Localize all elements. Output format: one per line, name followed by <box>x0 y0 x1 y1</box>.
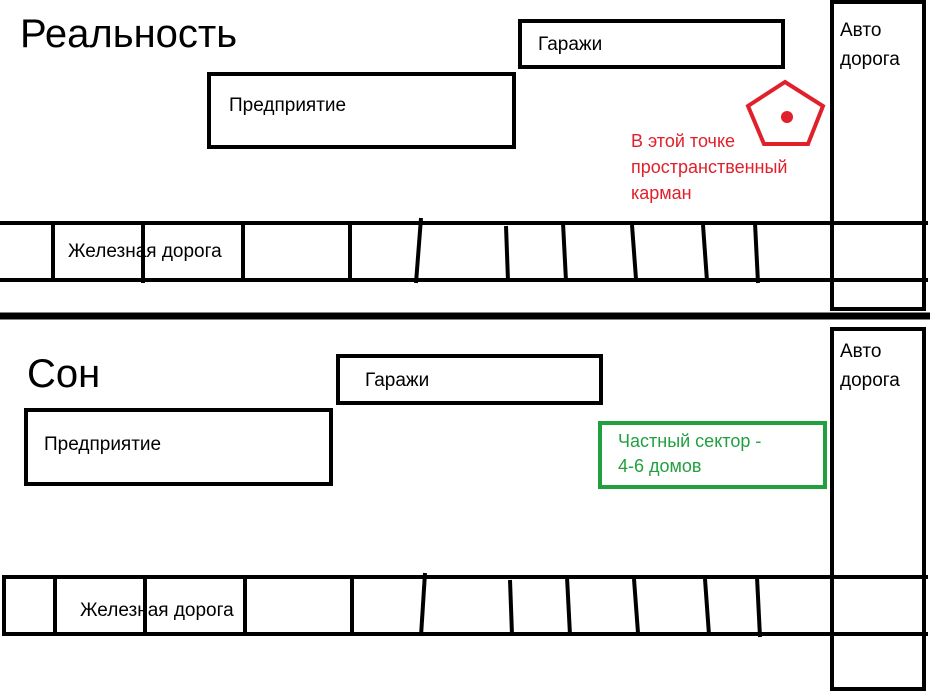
dream-enterprise-label: Предприятие <box>44 434 162 455</box>
dream-road-label: Авто дорога <box>840 337 900 395</box>
dream-private-sector-line1: Частный сектор - <box>618 431 762 451</box>
reality-sleeper <box>753 222 760 284</box>
dream-enterprise-box: Предприятие <box>24 408 333 486</box>
dream-sleeper <box>755 576 762 638</box>
dream-road-label-line1: Авто <box>840 341 882 362</box>
reality-sleeper <box>630 224 638 280</box>
dream-road-label-line2: дорога <box>840 370 900 391</box>
reality-enterprise-label: Предприятие <box>229 95 347 116</box>
dream-sleeper <box>508 579 514 636</box>
reality-sleeper <box>504 225 510 282</box>
reality-pocket-note-line3: карман <box>631 183 692 203</box>
reality-garages-label: Гаражи <box>538 34 603 55</box>
dream-private-sector-line2: 4-6 домов <box>618 456 702 476</box>
reality-road-label-line2: дорога <box>840 49 900 70</box>
dream-sleeper <box>703 578 711 636</box>
dream-sleeper <box>565 576 572 636</box>
reality-pocket-note-line2: пространственный <box>631 157 788 177</box>
reality-sleeper <box>701 224 709 282</box>
reality-pocket-note: В этой точке пространственный карман <box>631 128 787 206</box>
dream-railway-label: Железная дорога <box>80 600 234 621</box>
reality-road-outline <box>830 0 926 311</box>
dream-garages-label: Гаражи <box>365 370 430 391</box>
dream-title: Сон <box>27 352 101 396</box>
reality-enterprise-box: Предприятие <box>207 72 516 149</box>
reality-pocket-note-line1: В этой точке <box>631 131 736 151</box>
reality-garages-box: Гаражи <box>518 19 785 69</box>
dream-road-outline <box>830 327 926 691</box>
reality-sleeper <box>414 217 423 284</box>
reality-sleeper <box>561 222 568 282</box>
pentagon-marker-icon <box>745 79 826 146</box>
reality-road-label-line1: Авто <box>840 20 882 41</box>
dream-sleeper <box>632 578 640 634</box>
dream-sleeper <box>419 572 427 637</box>
reality-road-label: Авто дорога <box>840 16 900 74</box>
dream-private-sector-box: Частный сектор - 4-6 домов <box>598 421 827 489</box>
reality-title: Реальность <box>20 12 238 56</box>
dream-garages-box: Гаражи <box>336 354 603 405</box>
reality-railway-label: Железная дорога <box>68 241 222 262</box>
dream-private-sector-label: Частный сектор - 4-6 домов <box>618 429 761 479</box>
